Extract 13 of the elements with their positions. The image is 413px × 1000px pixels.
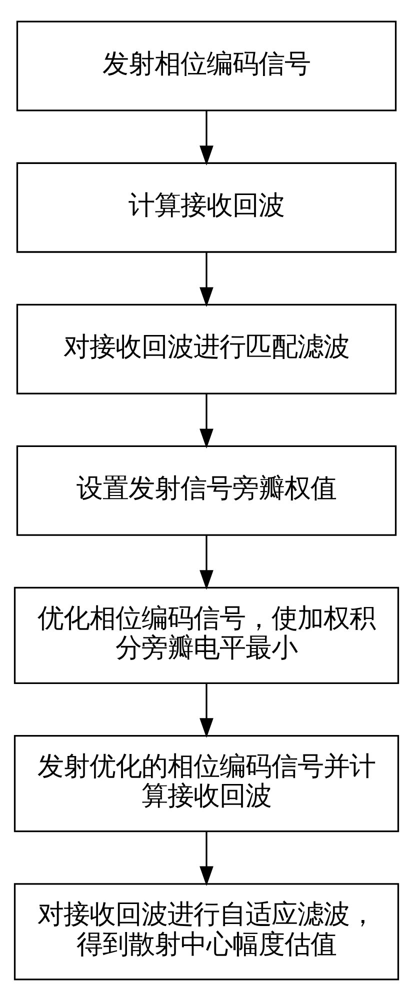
node-box: 设置发射信号旁瓣权值 (16, 444, 397, 536)
arrow (200, 110, 214, 165)
node-box: 发射相位编码信号 (16, 20, 397, 111)
node-box: 发射优化的相位编码信号并计算接收回波 (14, 734, 400, 832)
node-box: 计算接收回波 (16, 162, 397, 252)
node-box: 对接收回波进行自适应滤波，得到散射中心幅度估值 (14, 882, 400, 980)
node-box: 优化相位编码信号，使加权积分旁瓣电平最小 (14, 586, 400, 684)
arrow (200, 393, 214, 448)
arrow (200, 535, 214, 590)
arrow (200, 831, 214, 886)
node-box: 对接收回波进行匹配滤波 (16, 303, 397, 394)
arrow (200, 252, 214, 306)
arrow (200, 683, 214, 738)
